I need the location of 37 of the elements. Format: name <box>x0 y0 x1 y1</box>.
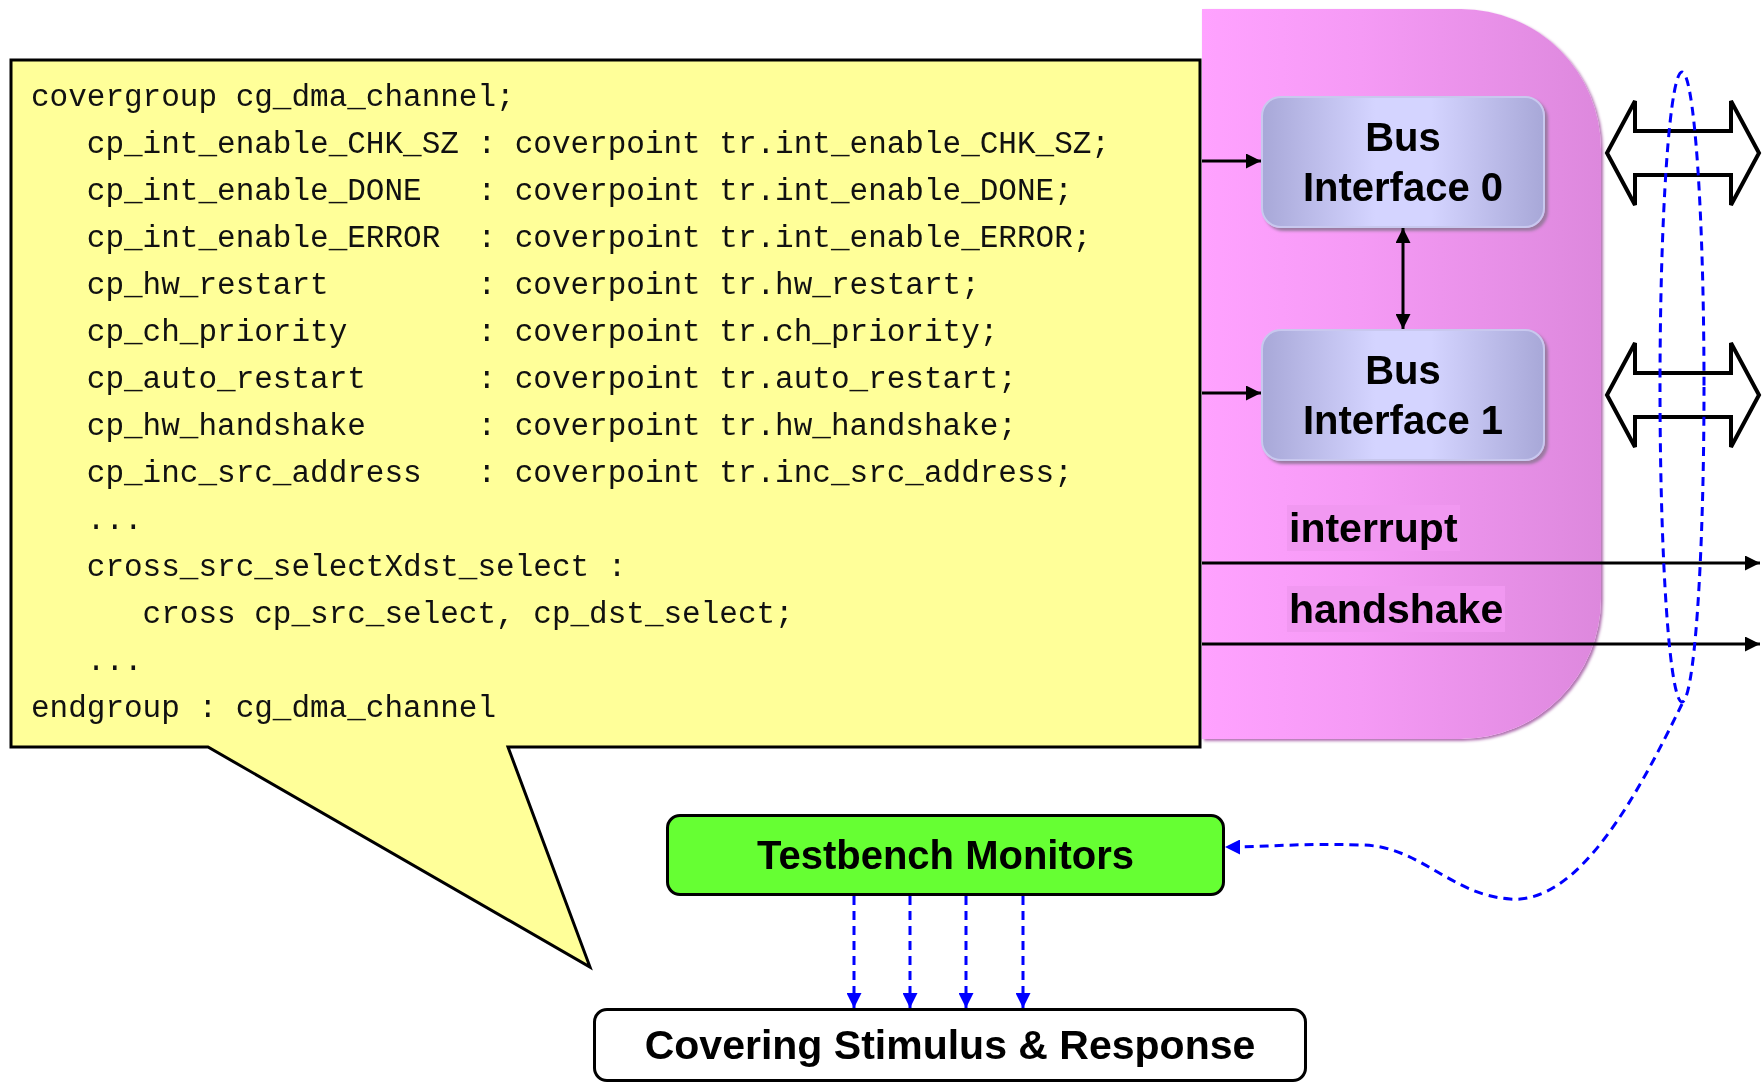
code-line: cp_int_enable_CHK_SZ : coverpoint tr.int_enable_CHK_SZ; <box>85 126 1110 164</box>
code-line: cp_int_enable_DONE : coverpoint tr.int_enable_DONE; <box>85 173 1074 211</box>
interface-block <box>1261 96 1545 228</box>
arrow <box>1202 385 1261 401</box>
block-label: Bus Interface 0 <box>1301 114 1505 211</box>
process-box <box>593 1008 1307 1082</box>
arrow <box>1395 228 1411 329</box>
code-line: cp_hw_restart : coverpoint tr.hw_restart; <box>85 267 981 305</box>
arrow <box>1202 555 1760 571</box>
block-label: Bus Interface 1 <box>1301 347 1505 444</box>
code-line: cross_src_selectXdst_select : <box>85 549 628 587</box>
monitor-box <box>666 814 1225 896</box>
arrow <box>846 896 862 1008</box>
code-line: cross cp_src_select, cp_dst_select; <box>141 596 795 634</box>
code-line: covergroup cg_dma_channel; <box>31 79 516 117</box>
arrow <box>902 896 918 1008</box>
block-label: Covering Stimulus & Response <box>644 1021 1256 1069</box>
block-label: Testbench Monitors <box>756 832 1135 878</box>
arrow <box>1225 703 1684 901</box>
code-line: cp_ch_priority : coverpoint tr.ch_priority; <box>85 314 1000 352</box>
code-line: endgroup : cg_dma_channel <box>31 690 498 728</box>
edge-label: interrupt <box>1287 505 1460 551</box>
interface-block <box>1261 329 1545 461</box>
arrow <box>1202 636 1760 652</box>
code-line: cp_int_enable_ERROR : coverpoint tr.int_enable_ERROR; <box>85 220 1093 258</box>
arrow <box>958 896 974 1008</box>
arrow <box>1015 896 1031 1008</box>
dashed-ellipse <box>1658 70 1706 704</box>
arrow <box>1202 153 1261 169</box>
edge-label: handshake <box>1287 586 1506 632</box>
code-line: cp_hw_handshake : coverpoint tr.hw_handshake; <box>85 408 1018 446</box>
code-line: cp_auto_restart : coverpoint tr.auto_restart; <box>85 361 1018 399</box>
dut-block <box>1202 9 1601 739</box>
code-line: ... <box>85 502 144 540</box>
code-line: cp_inc_src_address : coverpoint tr.inc_src_address; <box>85 455 1074 493</box>
speech-bubble <box>9 58 1202 969</box>
code-line: ... <box>85 643 144 681</box>
